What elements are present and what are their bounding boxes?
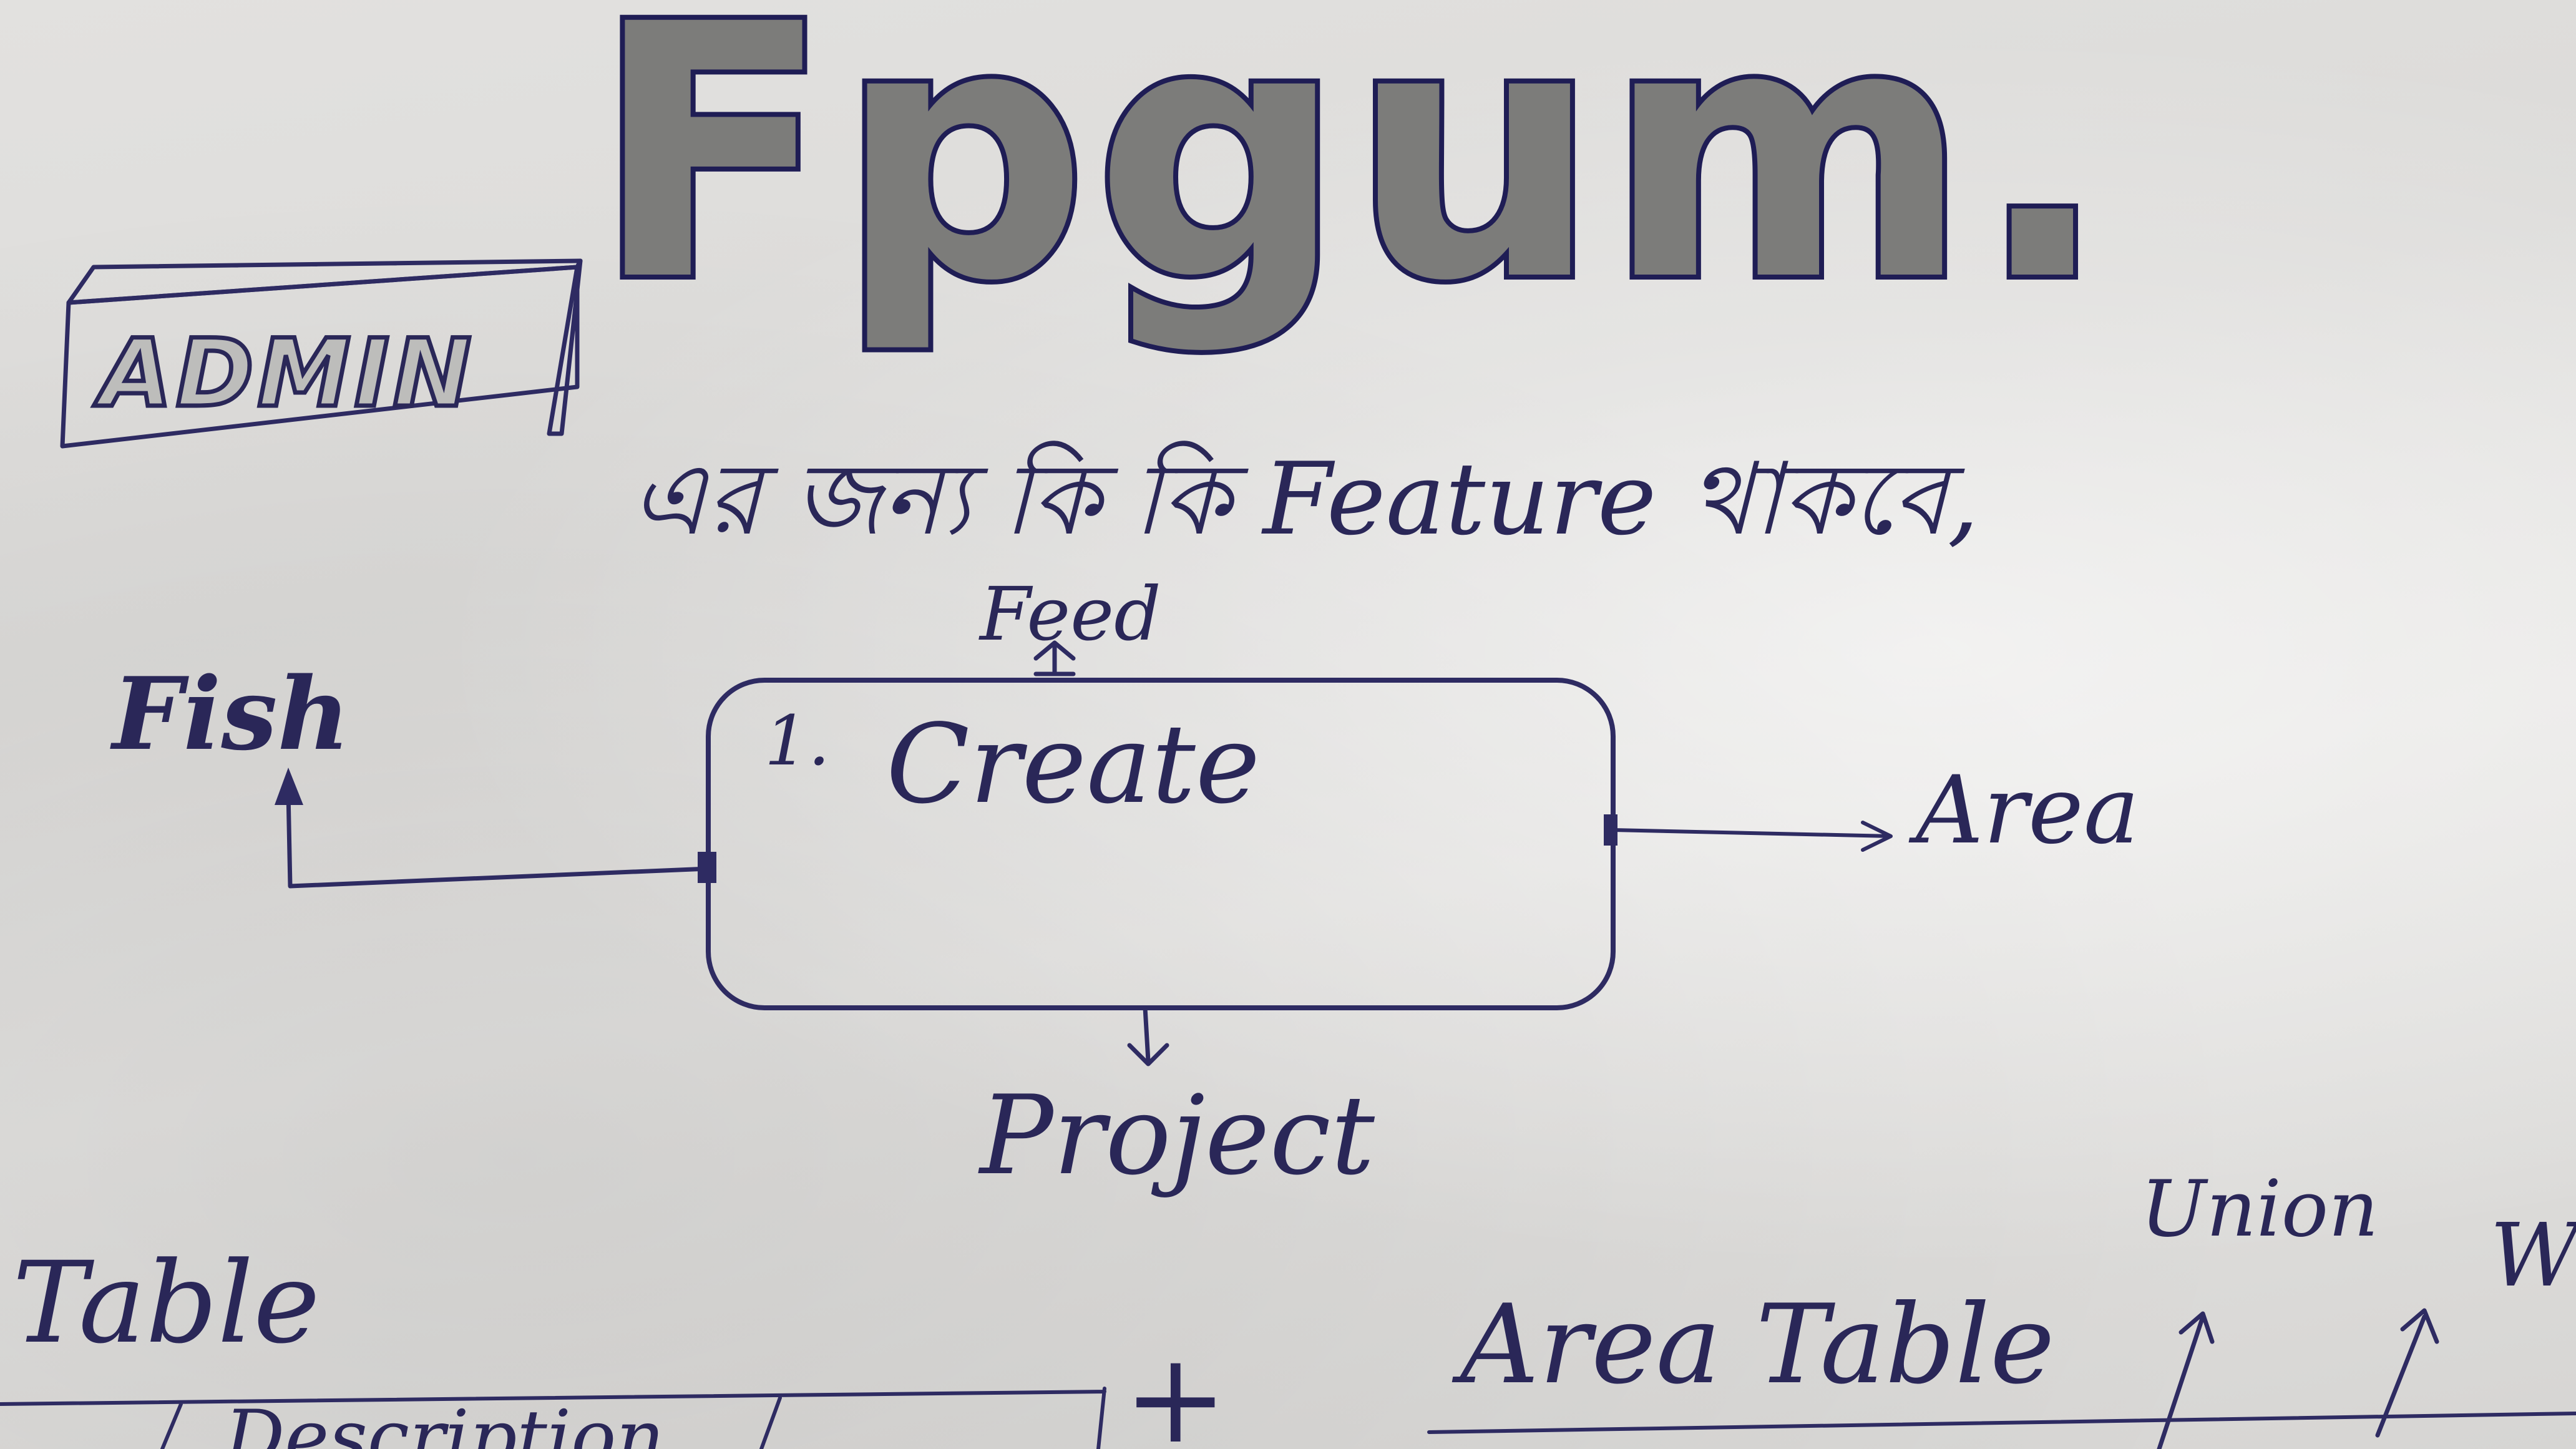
create-label: Create xyxy=(886,701,1260,828)
admin-badge-label: ADMIN xyxy=(94,320,475,428)
project-connector xyxy=(1127,1005,1169,1066)
feed-label: Feed xyxy=(978,571,1161,657)
area-connector xyxy=(1611,821,1893,852)
partial-right-label: W xyxy=(2490,1205,2576,1307)
admin-badge: ADMIN xyxy=(60,258,583,449)
area-table-arrow xyxy=(2157,1311,2215,1449)
bottom-table-line xyxy=(1427,1412,2576,1434)
title-group: Fpgum. Fpgum. xyxy=(588,0,2115,363)
table-sketch: Description xyxy=(0,1387,1106,1449)
fish-connector-node xyxy=(698,852,716,883)
subtitle-text: এর জন্য কি কি Feature থাকবে, xyxy=(630,441,1979,557)
table-label: Table xyxy=(12,1238,320,1368)
page-title-outline: Fpgum. xyxy=(593,0,2115,358)
project-label: Project xyxy=(978,1073,1375,1199)
create-number: 1. xyxy=(764,701,830,781)
page-title: Fpgum. xyxy=(593,0,2115,358)
feed-arrow xyxy=(1033,640,1076,676)
area-table-label: Area Table xyxy=(1451,1282,2055,1408)
fish-label: Fish xyxy=(110,655,350,773)
area-label: Area xyxy=(1908,756,2139,865)
table-column-description: Description xyxy=(223,1395,665,1449)
union-label: Union xyxy=(2140,1164,2379,1254)
area-connector-node xyxy=(1604,814,1617,846)
plus-sign: + xyxy=(1123,1326,1228,1449)
fish-arrowhead xyxy=(275,768,303,805)
fish-connector xyxy=(286,790,711,889)
